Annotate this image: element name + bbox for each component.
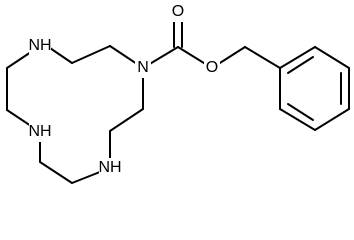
chemical-structure-diagram: NH N NH NH O O <box>6 2 350 184</box>
mask-nh-bottom <box>99 158 121 178</box>
phenyl-bond-5 <box>279 108 316 131</box>
mask-n-carbamate <box>135 58 151 78</box>
mask-nh-left <box>29 122 51 142</box>
bond-ch2-to-phenyl <box>244 46 281 69</box>
bond-lines <box>6 17 350 184</box>
ring-bond-c5-to-c6 <box>39 161 73 184</box>
h-subscript-bottom: H <box>110 159 122 176</box>
phenyl-bond-1 <box>279 46 316 69</box>
atom-label-o-carbonyl: O <box>172 3 184 20</box>
h-subscript-top: H <box>40 37 52 54</box>
atom-label-nh-bottom: NH <box>98 159 121 176</box>
phenyl-bond-2 <box>314 46 350 69</box>
atom-labels: NH N NH NH O O <box>28 2 220 178</box>
mask-o-carbonyl <box>170 2 186 22</box>
mask-o-ester <box>204 58 220 78</box>
atom-label-o-ester: O <box>206 59 218 76</box>
phenyl-bond-4 <box>314 108 350 131</box>
phenyl-inner-double-3 <box>287 103 314 121</box>
atom-label-nh-left: NH <box>28 123 51 140</box>
h-subscript-left: H <box>40 123 52 140</box>
atom-label-n-carbamate: N <box>137 59 149 76</box>
ring-bond-nh-top-to-c1 <box>46 45 73 64</box>
ring-bond-c3-to-c4 <box>109 108 144 132</box>
ring-bond-c1-to-c2 <box>71 45 111 64</box>
atom-label-nh-top: NH <box>28 37 51 54</box>
mask-nh-top <box>29 36 51 56</box>
phenyl-inner-double-1 <box>287 56 314 74</box>
